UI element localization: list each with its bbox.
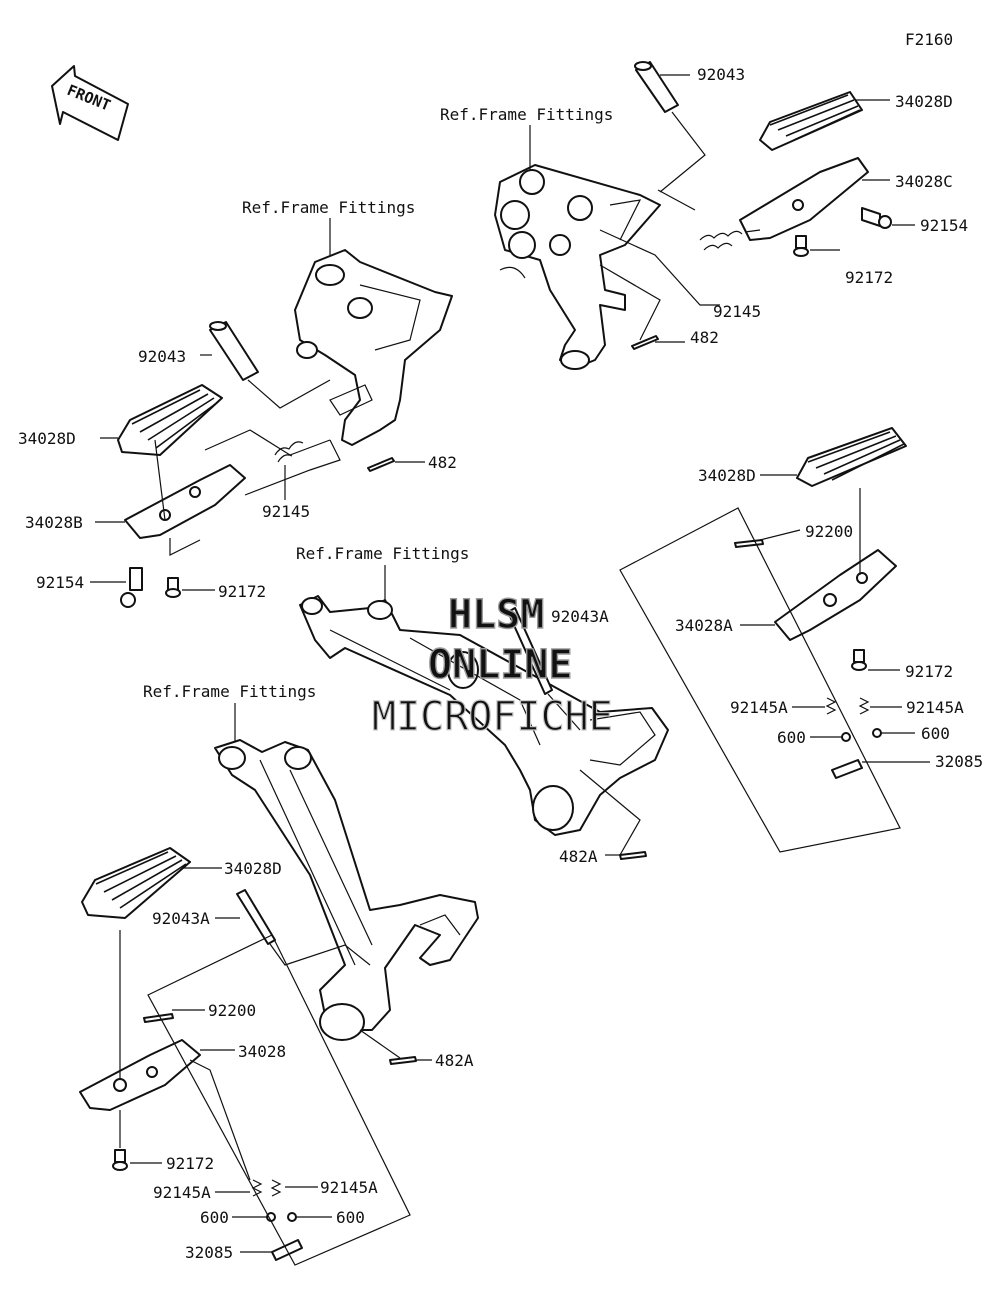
label-92172-right: 92172 xyxy=(845,268,893,287)
leaders-top-right xyxy=(599,74,915,343)
bracket-top-right xyxy=(494,164,661,370)
ball-600-r1 xyxy=(841,732,851,742)
pin-92043-left xyxy=(209,321,259,381)
clip-482-top xyxy=(631,335,659,350)
label-92145A-r1: 92145A xyxy=(730,698,788,717)
label-92043-left: 92043 xyxy=(138,347,186,366)
label-34028A: 34028A xyxy=(675,616,733,635)
label-92043A-center: 92043A xyxy=(551,607,609,626)
label-34028D-bottom: 34028D xyxy=(224,859,282,878)
pin-92200-right xyxy=(734,539,764,548)
label-92145A-r2: 92145A xyxy=(906,698,964,717)
watermark-line2: ONLINE xyxy=(428,642,573,688)
label-92145-left: 92145 xyxy=(262,502,310,521)
watermark-line1: HLSM xyxy=(448,592,544,638)
label-482A-bottom: 482A xyxy=(435,1051,474,1070)
ref-label-top: Ref.Frame Fittings xyxy=(440,105,613,124)
bolt-92172-bottom xyxy=(112,1149,128,1171)
label-92043-top: 92043 xyxy=(697,65,745,84)
figure-code: F2160 xyxy=(905,30,953,49)
label-32085-right: 32085 xyxy=(935,752,983,771)
ball-600-r2 xyxy=(872,728,882,738)
footpeg-bracket-34028 xyxy=(79,1039,201,1111)
bracket-bottom xyxy=(214,739,479,1041)
bolt-92172-left xyxy=(165,577,181,598)
bolt-92172-rmid xyxy=(851,649,867,671)
ref-label-bottom: Ref.Frame Fittings xyxy=(143,682,316,701)
label-482A-center: 482A xyxy=(559,847,598,866)
footpeg-rubber-34028D-mid xyxy=(796,427,907,487)
label-32085-bottom: 32085 xyxy=(185,1243,233,1262)
label-34028D-mid: 34028D xyxy=(698,466,756,485)
footpeg-rubber-34028D-top xyxy=(759,91,863,151)
plate-32085-right xyxy=(831,759,863,779)
bracket-left xyxy=(294,249,453,446)
watermark: HLSM ONLINE MICROFICHE xyxy=(371,591,613,740)
footpeg-bracket-34028B xyxy=(124,464,246,539)
clip-482-left xyxy=(367,457,395,472)
label-92145-top: 92145 xyxy=(713,302,761,321)
label-600-r2: 600 xyxy=(921,724,950,743)
leaders-bottom xyxy=(119,867,432,1266)
footpeg-rubber-34028D-bottom xyxy=(81,847,191,919)
label-600-b1: 600 xyxy=(200,1208,229,1227)
footpeg-bracket-34028C xyxy=(739,157,869,241)
label-92154-right: 92154 xyxy=(920,216,968,235)
spring-92145-left xyxy=(274,441,304,463)
springs-92145A-bottom xyxy=(251,1179,282,1197)
label-92145A-b2: 92145A xyxy=(320,1178,378,1197)
pin-92043-top xyxy=(634,61,679,113)
ball-600-b2 xyxy=(287,1212,297,1222)
leaders-center-right xyxy=(547,474,930,856)
label-482-top: 482 xyxy=(690,328,719,347)
clip-482A-bottom xyxy=(389,1056,417,1065)
spring-92145-top xyxy=(699,230,743,251)
springs-92145A-right xyxy=(825,697,870,715)
label-92172-bottom: 92172 xyxy=(166,1154,214,1173)
label-600-r1: 600 xyxy=(777,728,806,747)
bolt-92154-left xyxy=(120,567,143,608)
label-92200-left: 92200 xyxy=(208,1001,256,1020)
label-34028D-left: 34028D xyxy=(18,429,76,448)
clip-482A-center xyxy=(619,851,647,860)
front-arrow-icon: FRONT xyxy=(51,65,129,141)
watermark-line3: MICROFICHE xyxy=(372,694,613,740)
leaders-left xyxy=(90,354,425,591)
pin-92043A-center xyxy=(507,607,553,695)
label-34028: 34028 xyxy=(238,1042,286,1061)
label-92172-rmid: 92172 xyxy=(905,662,953,681)
pin-92200-left xyxy=(143,1013,174,1023)
bracket-center xyxy=(299,595,669,836)
footpeg-rubber-34028D-left xyxy=(117,384,223,456)
label-34028D-top: 34028D xyxy=(895,92,953,111)
label-92043A-left: 92043A xyxy=(152,909,210,928)
bolt-92154-right xyxy=(861,207,892,229)
label-92145A-b1: 92145A xyxy=(153,1183,211,1202)
label-34028B: 34028B xyxy=(25,513,83,532)
label-482-left: 482 xyxy=(428,453,457,472)
label-92154-left: 92154 xyxy=(36,573,84,592)
footpeg-bracket-34028A xyxy=(774,549,897,641)
ref-label-center: Ref.Frame Fittings xyxy=(296,544,469,563)
label-600-b2: 600 xyxy=(336,1208,365,1227)
ref-label-left: Ref.Frame Fittings xyxy=(242,198,415,217)
label-34028C: 34028C xyxy=(895,172,953,191)
label-92200-right: 92200 xyxy=(805,522,853,541)
label-92172-left: 92172 xyxy=(218,582,266,601)
bolt-92172-right xyxy=(793,235,809,257)
